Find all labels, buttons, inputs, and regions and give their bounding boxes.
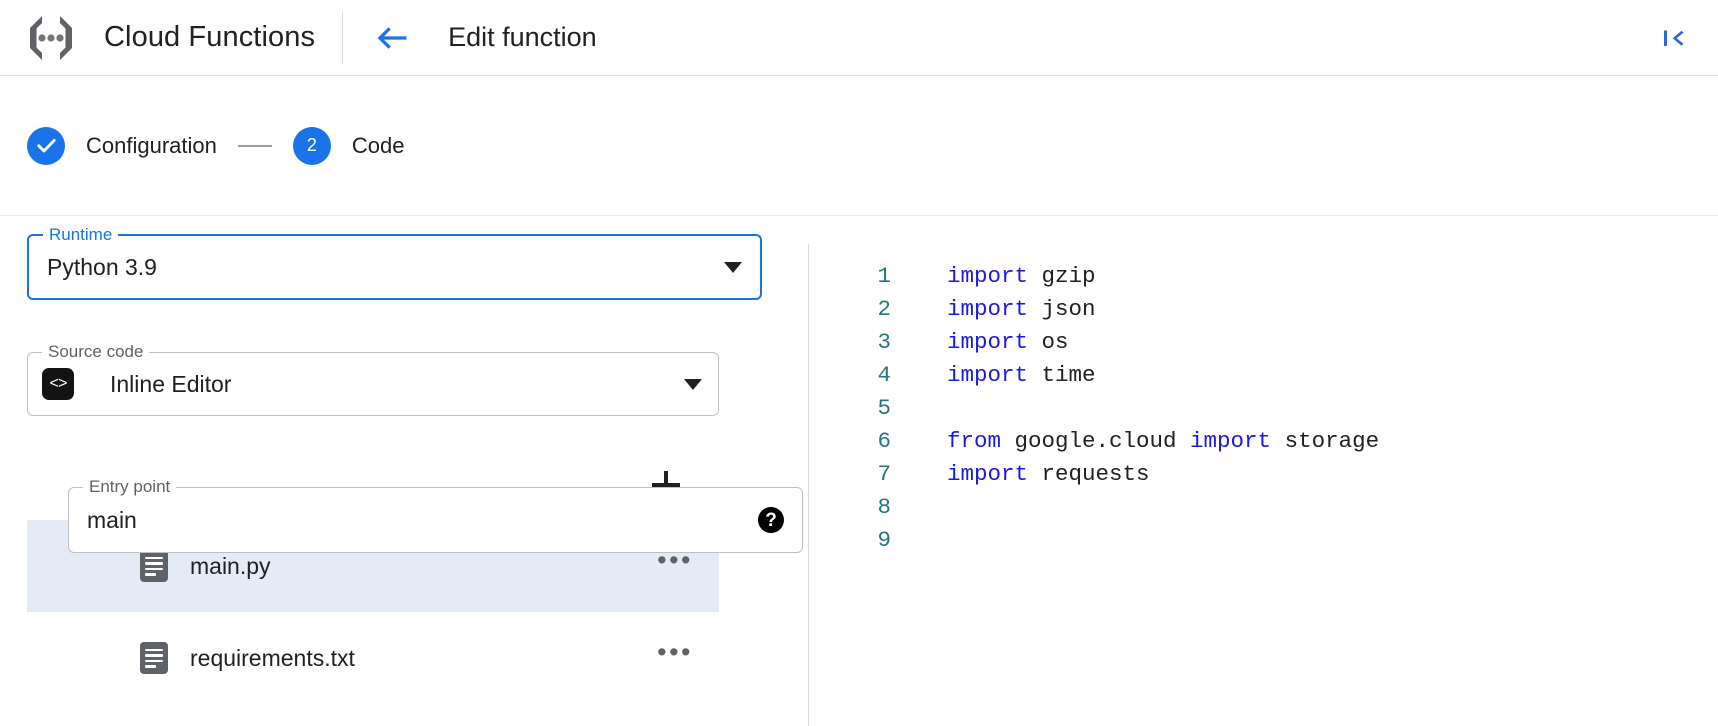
code-keyword: import <box>947 362 1029 388</box>
app-header: Cloud Functions Edit function <box>0 0 1718 76</box>
code-line-text[interactable]: import time <box>891 359 1096 392</box>
code-line: 8 <box>809 491 1718 524</box>
code-line-text[interactable]: import json <box>891 293 1096 326</box>
code-keyword: import <box>1190 428 1272 454</box>
arrow-left-icon <box>377 26 407 49</box>
source-code-select[interactable]: Source code <> Inline Editor <box>27 342 719 416</box>
entry-point-help-icon[interactable]: ? <box>758 507 784 533</box>
line-number: 4 <box>877 362 891 388</box>
body-area: Runtime Python 3.9 ? Source code <> Inli… <box>0 216 1718 726</box>
file-icon <box>140 550 168 582</box>
source-code-value: Inline Editor <box>110 370 232 397</box>
code-identifier: gzip <box>1028 263 1096 289</box>
code-line-text[interactable] <box>891 392 961 425</box>
runtime-select[interactable]: Runtime Python 3.9 <box>27 225 762 300</box>
brand-area[interactable]: Cloud Functions <box>0 0 341 75</box>
code-keyword: from <box>947 428 1002 454</box>
line-number: 5 <box>877 395 891 421</box>
entry-point-value[interactable]: main <box>87 506 137 533</box>
file-overflow-menu-button[interactable]: ••• <box>657 637 693 667</box>
step-configuration-label: Configuration <box>86 132 217 158</box>
code-identifier: os <box>1028 329 1069 355</box>
code-identifier: time <box>1028 362 1096 388</box>
file-row-requirements-txt[interactable]: requirements.txt ••• <box>27 612 719 704</box>
step-code-label: Code <box>351 132 405 158</box>
line-number: 2 <box>877 296 891 322</box>
step-code[interactable]: 2 Code <box>292 126 405 165</box>
source-code-label: Source code <box>42 342 150 362</box>
step-configuration[interactable]: Configuration <box>27 126 217 165</box>
code-identifier: json <box>1028 296 1096 322</box>
code-keyword: import <box>947 263 1029 289</box>
file-name: main.py <box>190 552 271 579</box>
line-number: 1 <box>877 263 891 289</box>
chevron-down-icon[interactable] <box>724 261 742 273</box>
step-code-marker: 2 <box>292 126 331 165</box>
source-code-group: Source code <> Inline Editor <box>27 342 719 416</box>
code-line-text[interactable]: import gzip <box>891 260 1096 293</box>
add-file-button[interactable] <box>643 462 689 508</box>
step-connector <box>237 144 272 147</box>
code-line-text[interactable]: import requests <box>891 458 1150 491</box>
line-number: 6 <box>877 428 891 454</box>
code-brackets-icon: <> <box>42 368 74 400</box>
line-number: 9 <box>877 527 891 553</box>
line-number: 3 <box>877 329 891 355</box>
code-identifier: requests <box>1028 461 1150 487</box>
entry-point-field[interactable]: Entry point main ? <box>68 477 803 553</box>
back-button[interactable] <box>368 14 416 62</box>
runtime-value: Python 3.9 <box>47 253 157 280</box>
code-line-text[interactable] <box>891 524 961 557</box>
code-line-text[interactable]: from google.cloud import storage <box>891 425 1379 458</box>
runtime-label: Runtime <box>43 225 119 245</box>
entry-point-group: Entry point main ? <box>68 477 803 553</box>
code-keyword: import <box>947 296 1029 322</box>
line-number: 7 <box>877 461 891 487</box>
cloud-functions-logo-icon <box>22 12 80 64</box>
add-file-icon <box>652 471 680 499</box>
code-keyword: import <box>947 461 1029 487</box>
code-line: 5 <box>809 392 1718 425</box>
left-config-column: Runtime Python 3.9 ? Source code <> Inli… <box>0 216 790 726</box>
brand-title: Cloud Functions <box>104 21 316 53</box>
chevron-down-icon[interactable] <box>684 378 702 390</box>
code-identifier: storage <box>1271 428 1380 454</box>
code-identifier: google.cloud <box>1001 428 1191 454</box>
code-line-text[interactable]: import os <box>891 326 1069 359</box>
file-icon <box>140 642 168 674</box>
file-overflow-menu-button[interactable]: ••• <box>657 545 693 575</box>
collapse-panel-icon <box>1664 30 1684 46</box>
file-name: requirements.txt <box>190 644 355 671</box>
code-keyword: import <box>947 329 1029 355</box>
header-divider <box>342 11 344 64</box>
entry-point-label: Entry point <box>83 477 177 497</box>
line-number: 8 <box>877 494 891 520</box>
check-icon <box>36 138 56 153</box>
code-line-text[interactable] <box>891 491 961 524</box>
step-configuration-marker <box>27 126 65 165</box>
wizard-stepper: Configuration 2 Code <box>0 76 1718 216</box>
collapse-panel-button[interactable] <box>1656 20 1692 56</box>
code-line: 9 <box>809 524 1718 557</box>
page-title: Edit function <box>448 22 597 52</box>
